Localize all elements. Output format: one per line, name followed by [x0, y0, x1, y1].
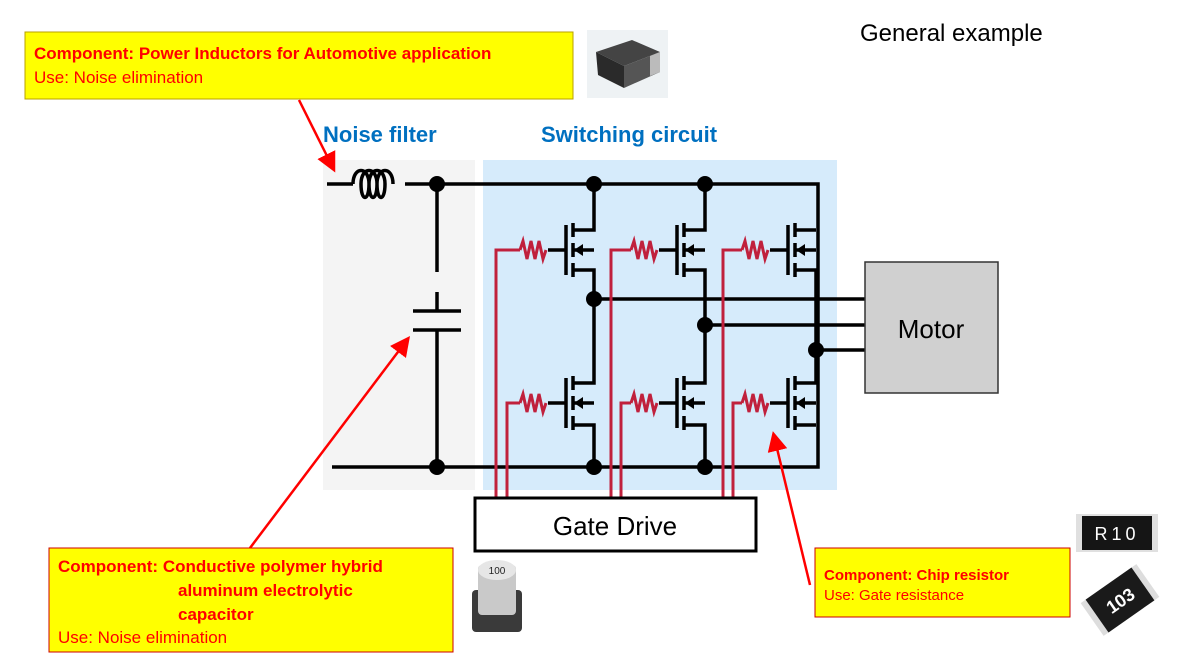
- inductor-symbol: [351, 168, 395, 200]
- noise-filter-label: Noise filter: [323, 122, 437, 147]
- gate-drive-block: [473, 496, 758, 553]
- callout-arrows: [249, 99, 812, 586]
- svg-text:capacitor: capacitor: [178, 605, 254, 624]
- chip-resistor-image: R10 103: [1076, 514, 1160, 636]
- callout-inductor: Component: Power Inductors for Automotiv…: [24, 31, 574, 100]
- capacitor-product-image: 100: [472, 560, 522, 632]
- mosfet-bridge: [494, 184, 818, 497]
- gate-drive-label: Gate Drive: [553, 511, 677, 541]
- motor-label: Motor: [898, 314, 965, 344]
- callout-capacitor: Component: Conductive polymer hybrid alu…: [48, 547, 454, 653]
- inductor-product-image: [587, 30, 668, 98]
- page-title: General example: [860, 20, 1043, 47]
- svg-text:Use: Noise elimination: Use: Noise elimination: [58, 628, 227, 647]
- mosfet-low: [505, 299, 596, 497]
- motor-block: [864, 261, 999, 394]
- noise-filter-panel: [323, 160, 475, 490]
- callout-resistor: Component: Chip resistor Use: Gate resis…: [814, 547, 1071, 618]
- switching-circuit-label: Switching circuit: [541, 122, 718, 147]
- svg-text:Component: Power Inductors for: Component: Power Inductors for Automotiv…: [34, 44, 491, 63]
- svg-text:R10: R10: [1094, 524, 1139, 544]
- svg-text:aluminum electrolytic: aluminum electrolytic: [178, 581, 353, 600]
- mosfet-high: [494, 184, 596, 497]
- svg-text:100: 100: [489, 566, 506, 577]
- svg-text:Use: Gate resistance: Use: Gate resistance: [824, 587, 964, 604]
- svg-text:Use: Noise elimination: Use: Noise elimination: [34, 68, 203, 87]
- svg-text:Component: Chip resistor: Component: Chip resistor: [824, 567, 1009, 584]
- svg-text:Component: Conductive polymer: Component: Conductive polymer hybrid: [58, 557, 383, 576]
